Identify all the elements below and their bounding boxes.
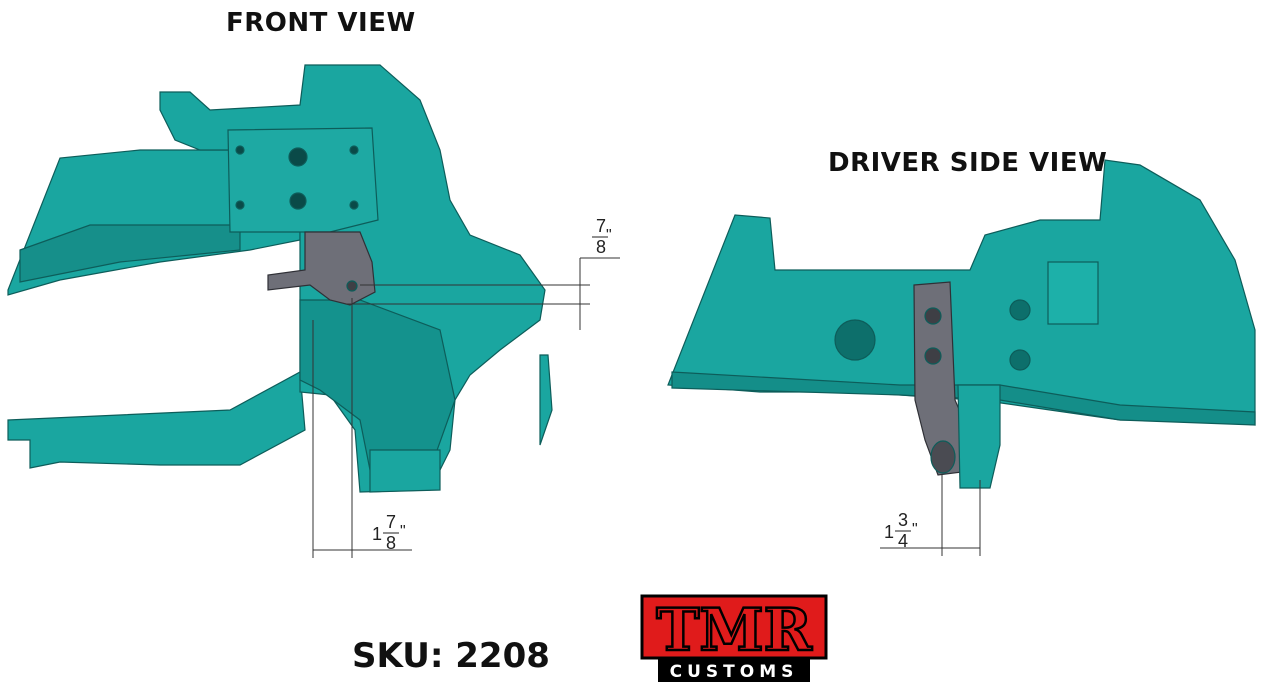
front-h-whole: 1 (372, 524, 382, 544)
front-lower-stub (369, 449, 441, 493)
front-view-title: FRONT VIEW (226, 8, 416, 38)
front-upper-rail-inner (19, 224, 241, 283)
front-lower-rail (7, 371, 306, 469)
logo-bottom-text: CUSTOMS (670, 662, 799, 682)
side-lower-tab (957, 384, 1001, 489)
logo-red-block (640, 594, 828, 660)
front-plate-hole-4 (349, 145, 359, 155)
front-plate-hole-1 (288, 147, 308, 167)
front-view-drawing (7, 64, 553, 493)
logo-top-text: TMR (656, 596, 812, 664)
side-rail-hole-1 (1009, 299, 1031, 321)
side-dimension-lines (880, 475, 981, 556)
side-h-num: 3 (898, 510, 908, 530)
front-v-num: 7 (596, 216, 606, 236)
front-bracket-bolt (346, 280, 358, 292)
front-h-num: 7 (386, 512, 396, 532)
front-plate-hole-3 (235, 145, 245, 155)
side-bracket-hole-2 (924, 347, 942, 365)
front-v-den: 8 (596, 237, 606, 257)
side-h-unit: " (912, 521, 918, 538)
front-dimension-lines (312, 257, 620, 558)
side-rail-large-hole (834, 319, 876, 361)
driver-side-view-title: DRIVER SIDE VIEW (828, 148, 1108, 178)
side-rail-hole-2 (1009, 349, 1031, 371)
logo-black-bar (658, 658, 810, 682)
side-bracket-hole-1 (924, 307, 942, 325)
front-vertical-dimension: 7 8 " (592, 216, 612, 257)
side-h-whole: 1 (884, 522, 894, 542)
front-horizontal-dimension: 1 7 8 " (372, 512, 406, 553)
side-horizontal-dimension: 1 3 4 " (884, 510, 918, 551)
front-plate-hole-5 (235, 200, 245, 210)
tmr-customs-logo: TMR CUSTOMS (640, 594, 828, 682)
front-right-tab (539, 354, 553, 446)
front-h-den: 8 (386, 533, 396, 553)
front-h-unit: " (400, 523, 406, 540)
side-upper-box (1047, 261, 1099, 325)
front-mount-plate (227, 127, 379, 233)
side-view-drawing (667, 159, 1256, 489)
side-h-den: 4 (898, 531, 908, 551)
front-plate-hole-6 (349, 200, 359, 210)
side-bracket-roller (930, 440, 956, 474)
front-plate-hole-2 (289, 192, 307, 210)
front-v-unit: " (606, 227, 612, 244)
sku-label: SKU: 2208 (352, 636, 550, 676)
